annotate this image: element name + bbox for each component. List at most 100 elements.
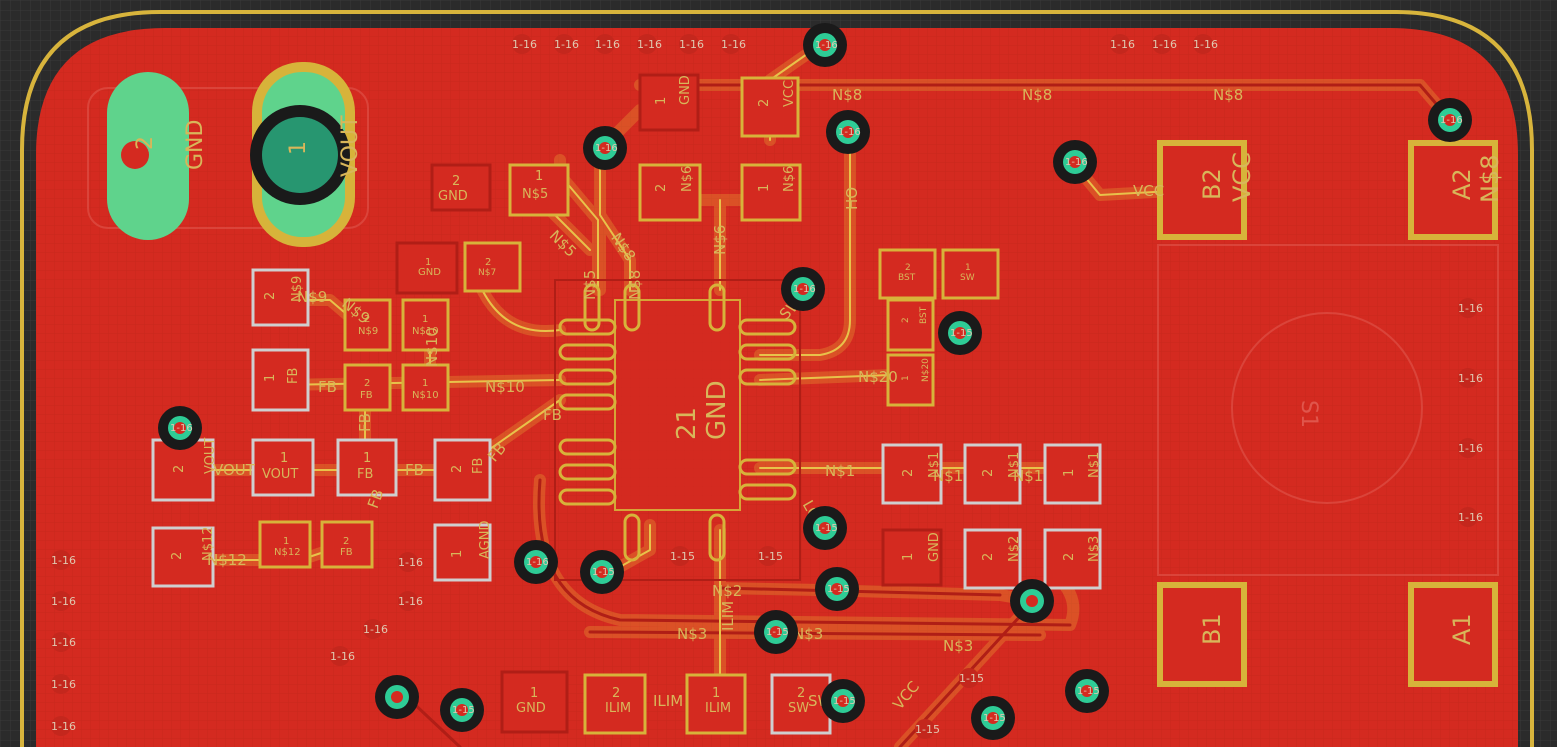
smd-pad[interactable] [1043,443,1102,505]
smd-pad[interactable] [336,438,398,497]
trace-label: N$1 [825,462,855,480]
smd-pad[interactable] [638,73,700,132]
u1-outline [554,279,801,581]
smd-pad[interactable] [251,268,310,327]
via[interactable] [971,696,1015,740]
via[interactable] [440,688,484,732]
smd-pad[interactable] [463,241,522,293]
via[interactable] [803,23,847,67]
via[interactable] [1065,669,1109,713]
pad-a1[interactable]: A1 [1408,582,1498,687]
smd-pad[interactable] [320,520,374,569]
smd-pad[interactable] [433,438,492,502]
via[interactable] [583,126,627,170]
smd-pad[interactable] [941,248,1000,300]
smd-pad[interactable] [685,673,747,735]
smd-pad[interactable] [638,163,702,222]
smd-pad[interactable] [963,528,1022,590]
trace-label: N$1 [1013,467,1043,485]
pad-b1-name: B1 [1198,613,1226,645]
smd-pad[interactable] [151,438,215,502]
via-tag: 1-16 [512,38,537,51]
via-tag: 1-16 [398,556,423,569]
smd-pad[interactable] [886,298,935,352]
pad-net: N$2 [1007,536,1022,562]
via[interactable] [1428,98,1472,142]
via[interactable] [1053,140,1097,184]
pad-b1[interactable]: B1 [1157,582,1247,687]
pad-num: 1 [1062,469,1077,477]
via-tag: 1-16 [51,720,76,733]
via-tag: 1-16 [1458,442,1483,455]
trace-label: ILIM [653,692,683,710]
via[interactable] [803,506,847,550]
smd-pad[interactable] [740,163,802,222]
smd-pad[interactable] [258,520,312,569]
via[interactable] [815,567,859,611]
smd-pad[interactable] [401,363,450,412]
smd-pad[interactable] [343,363,392,412]
pad-num: 2 [450,465,465,473]
smd-pad[interactable] [500,670,569,734]
trace-label: N$12 [207,551,247,569]
smd-pad[interactable] [881,528,943,587]
via-tag: 1-16 [679,38,704,51]
pad-num: 2 [263,292,278,300]
smd-pad[interactable] [740,76,800,138]
smd-pad[interactable] [343,298,392,352]
smd-pad[interactable] [583,673,647,735]
smd-pad[interactable] [433,523,492,582]
via[interactable] [938,311,982,355]
pad-b2[interactable]: B2 VCC [1157,140,1256,240]
pad-a2[interactable]: A2 N$8 [1408,140,1504,240]
via[interactable] [754,610,798,654]
trace-label: N$8 [1022,86,1052,104]
u1-ic[interactable]: 21 GND [554,279,801,581]
smd-pad[interactable] [401,298,450,352]
smd-pad[interactable] [886,353,935,407]
smd-pad[interactable] [251,348,310,412]
u1-thermal-pad[interactable] [614,299,741,511]
via[interactable] [375,675,419,719]
via-tag: 1-16 [398,595,423,608]
trace-label: N$10 [423,327,441,367]
via[interactable] [158,406,202,450]
smd-pad[interactable] [251,438,315,497]
via-tag: 1-15 [959,672,984,685]
smd-pad[interactable] [878,248,937,300]
via-tag: 1-16 [1458,302,1483,315]
via-tag: 1-16 [363,623,388,636]
pad-net: SW [960,273,975,283]
via-tag: 1-16 [595,38,620,51]
via[interactable] [781,267,825,311]
smd-pad[interactable] [508,163,570,217]
smd-pad[interactable] [430,163,492,212]
smd-pad[interactable] [1043,528,1102,590]
via[interactable] [580,550,624,594]
via-tags: 1-16 1-16 1-16 1-16 1-16 1-16 1-16 1-16 … [51,34,1483,739]
pad-num: 2 [485,257,491,268]
smd-pad[interactable] [881,443,943,505]
smd-pads[interactable] [151,73,1102,735]
smd-pad[interactable] [963,443,1022,505]
pad-num: 2 [797,686,805,701]
via-tag-col-right: 1-16 1-16 1-16 1-16 [1458,298,1483,527]
via-label: 1-15 [833,696,856,707]
connector-gnd[interactable]: 2 GND [107,72,208,240]
pad-num: 2 [981,469,996,477]
pad-labels: 2 GND 1 N$5 1 GND 2 VCC 2 N$6 1 N$6 1 GN… [170,75,1102,716]
via-label: 1-16 [1065,157,1088,168]
vias[interactable] [158,23,1472,740]
pad-net: N$3 [1087,536,1102,562]
smd-pad[interactable] [151,526,215,588]
pad-net: N$7 [478,268,496,278]
smd-pad[interactable] [395,241,459,295]
via[interactable] [514,540,558,584]
via[interactable] [826,110,870,154]
smd-pad[interactable] [770,673,832,735]
via[interactable] [821,679,865,723]
connector-vout[interactable]: 1 VOUT [250,62,363,247]
pad-net: N$5 [522,187,548,202]
via[interactable] [1010,579,1054,623]
